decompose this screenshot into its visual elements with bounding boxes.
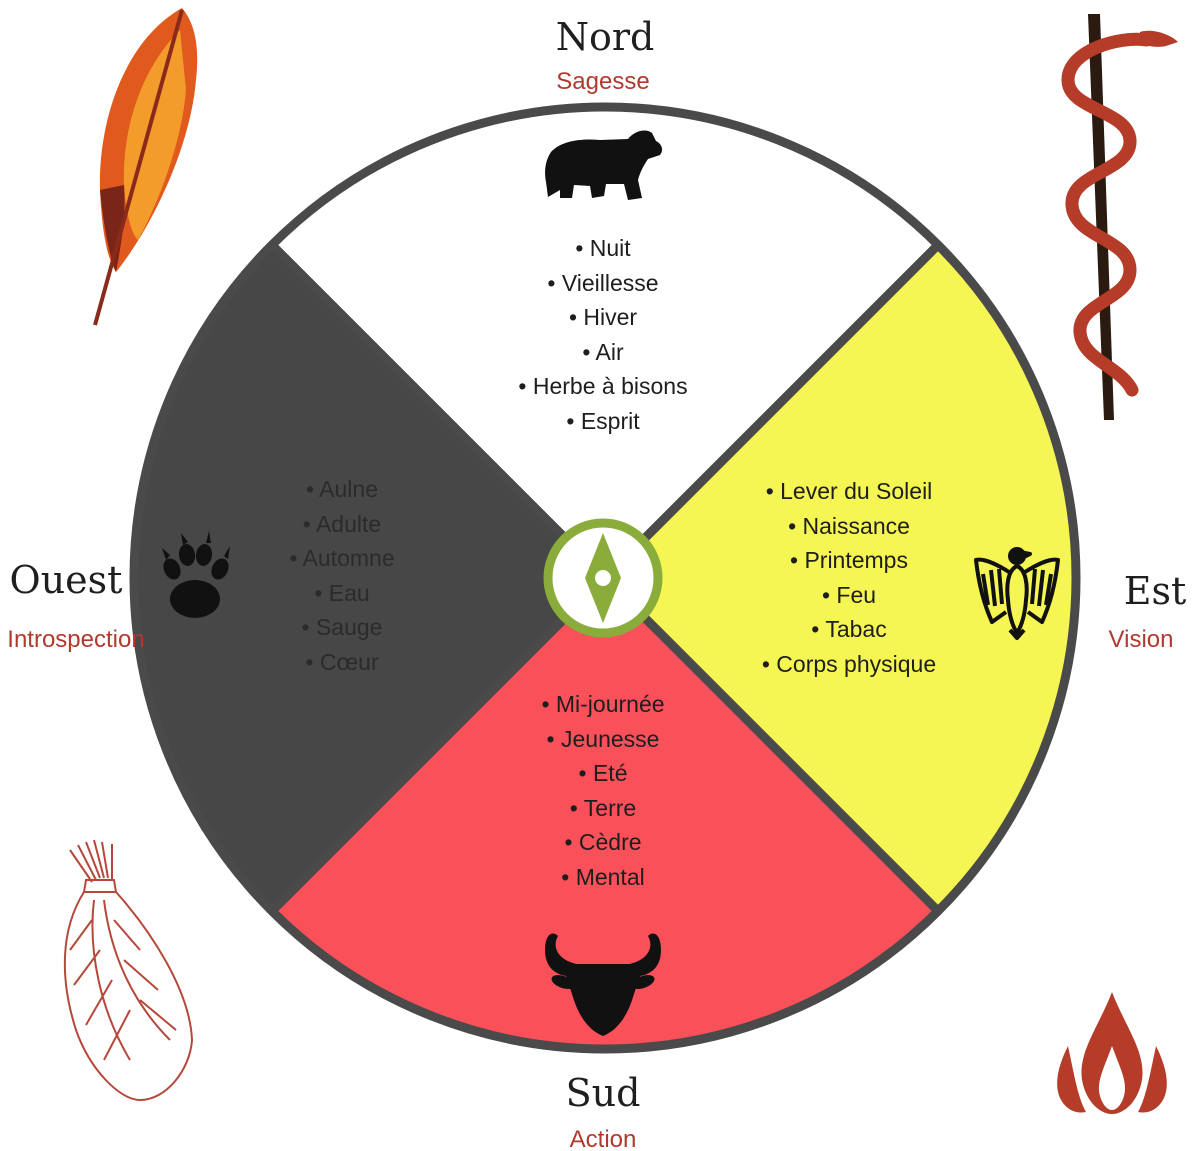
south-title: Sud xyxy=(566,1071,641,1115)
list-item: • Eau xyxy=(314,580,369,606)
list-item: • Corps physique xyxy=(762,651,936,677)
snake-staff-icon xyxy=(1068,14,1178,420)
list-item: • Terre xyxy=(570,795,636,821)
list-item: • Tabac xyxy=(811,616,886,642)
list-item: • Naissance xyxy=(788,513,910,539)
list-item: • Vieillesse xyxy=(547,270,658,296)
list-item: • Feu xyxy=(822,582,876,608)
north-quality: Sagesse xyxy=(556,68,649,95)
list-item: • Mental xyxy=(561,864,644,890)
north-title: Nord xyxy=(556,15,655,59)
feather-icon xyxy=(95,8,197,325)
list-item: • Lever du Soleil xyxy=(766,478,933,504)
list-item: • Air xyxy=(582,339,624,365)
list-item: • Adulte xyxy=(303,511,381,537)
list-item: • Cœur xyxy=(305,649,379,675)
list-item: • Printemps xyxy=(790,547,908,573)
list-item: • Jeunesse xyxy=(547,726,660,752)
list-item: • Aulne xyxy=(306,476,378,502)
west-quality: Introspection xyxy=(7,626,144,653)
flame-icon xyxy=(1057,992,1167,1114)
list-item: • Sauge xyxy=(302,614,383,640)
list-item: • Mi-journée xyxy=(541,691,664,717)
list-item: • Nuit xyxy=(575,235,631,261)
sage-bundle-icon xyxy=(65,840,192,1100)
list-item: • Cèdre xyxy=(564,829,641,855)
list-item: • Hiver xyxy=(569,304,637,330)
list-item: • Automne xyxy=(289,545,394,571)
east-quality: Vision xyxy=(1109,626,1174,653)
list-item: • Herbe à bisons xyxy=(518,373,687,399)
east-title: Est xyxy=(1124,569,1187,613)
list-item: • Esprit xyxy=(566,408,640,434)
list-item: • Eté xyxy=(579,760,628,786)
south-quality: Action xyxy=(570,1126,637,1151)
west-title: Ouest xyxy=(10,558,123,602)
compass-icon xyxy=(548,523,658,633)
